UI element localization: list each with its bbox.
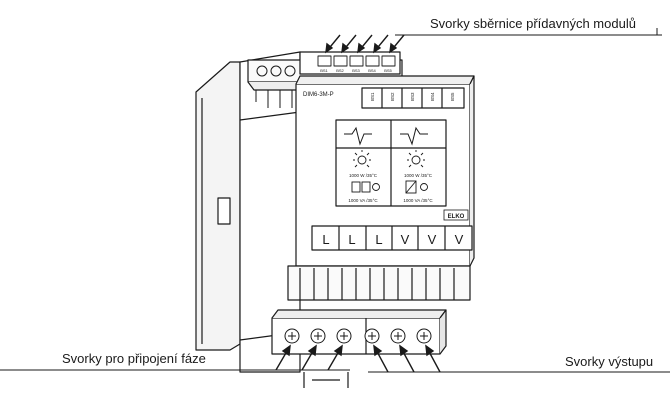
bus-arrows (325, 34, 405, 54)
bus-terminals-callout: Svorky sběrnice přídavných modulů (430, 16, 636, 31)
terminal-letter: V (428, 232, 437, 247)
lamp-icon-left (353, 150, 371, 168)
electronic-transformer-icon-right (405, 180, 428, 194)
rating-lamp-left: 1000 W /35°C (349, 173, 378, 178)
indicator-label: BS1 (370, 92, 375, 101)
trailing-edge-waveform-icon (400, 126, 428, 146)
terminal-letter-strip (311, 225, 473, 251)
bus-label: BS4 (368, 68, 376, 73)
terminal-letter: L (348, 232, 355, 247)
phase-arrows (275, 344, 343, 371)
bus-socket-labels: BS1 BS2 BS3 BS4 BS5 (320, 68, 392, 73)
terminal-letter: L (375, 232, 382, 247)
output-arrows (373, 344, 441, 373)
rating-lamp-right: 1000 W /35°C (404, 173, 433, 178)
rating-transformer-left: 1000 VA /35°C (348, 198, 378, 203)
leader-lines (0, 28, 670, 373)
model-label: DIM6-3M-P (303, 92, 334, 98)
bus-terminal-strip (299, 51, 401, 75)
terminal-letter: L (322, 232, 329, 247)
bus-leader-line (395, 28, 662, 36)
indicator-label: BS4 (430, 92, 435, 101)
terminal-letter: V (455, 232, 464, 247)
leading-edge-waveform-icon (344, 126, 372, 146)
lamp-icon-right (407, 150, 425, 168)
bus-label: BS3 (352, 68, 360, 73)
bus-label: BS2 (336, 68, 344, 73)
indicator-labels: BS1 BS2 BS3 BS4 BS5 (370, 92, 455, 101)
brand-logo: ELKO (448, 214, 465, 220)
terminal-letters: L L L V V V (322, 232, 463, 247)
output-terminals-callout: Svorky výstupu (565, 354, 654, 369)
phase-terminals-callout: Svorky pro připojení fáze (62, 351, 206, 366)
device-body-left (239, 51, 301, 373)
terminal-letter: V (401, 232, 410, 247)
transformer-icon-left (351, 181, 380, 193)
rating-transformer-right: 1000 VA /35°C (403, 198, 433, 203)
bus-label: BS5 (384, 68, 392, 73)
indicator-label: BS5 (450, 92, 455, 101)
indicator-strip (361, 87, 465, 109)
output-screws (284, 328, 432, 344)
cooling-ribs (287, 265, 471, 301)
indicator-label: BS3 (410, 92, 415, 101)
bus-label: BS1 (320, 68, 328, 73)
indicator-label: BS2 (390, 92, 395, 101)
